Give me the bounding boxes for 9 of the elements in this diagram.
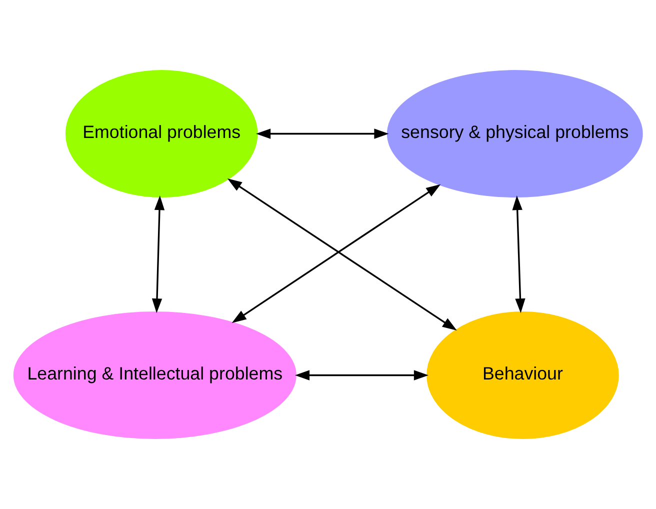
node-ellipse: Behaviour	[425, 310, 620, 440]
arrow	[232, 184, 441, 323]
arrow	[227, 178, 457, 331]
arrow	[294, 370, 428, 380]
node-ellipse: Emotional problems	[64, 68, 259, 199]
node-ellipse: sensory & physical problems	[386, 68, 644, 199]
arrow	[256, 128, 389, 139]
arrow	[512, 196, 526, 314]
arrow	[152, 196, 165, 314]
